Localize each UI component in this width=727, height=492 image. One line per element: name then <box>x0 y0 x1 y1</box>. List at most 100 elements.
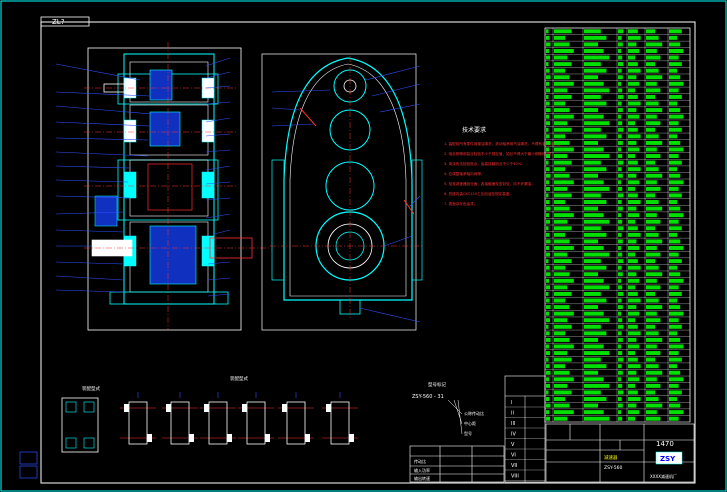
tech-line-2: 2. 啮合侧隙用铅丝检验不小于规定值，铅丝不得大于最小侧隙的4倍。 <box>444 151 555 156</box>
parts-list-row <box>545 126 690 132</box>
parts-list-row <box>545 310 690 316</box>
model-callout-2: 中心距 <box>464 420 476 426</box>
parts-list-row <box>545 408 690 415</box>
parts-list-row <box>545 178 690 185</box>
parts-list-row <box>545 152 690 159</box>
title-block <box>545 423 695 483</box>
parts-list-row <box>545 349 690 356</box>
parts-list-row <box>545 251 690 257</box>
mount-variant <box>278 392 314 445</box>
parts-list-row <box>545 402 690 408</box>
tech-requirements: 技术要求 1. 装配前所有零件用煤油清洗，滚动轴承用汽油清洗，不得有毛刺和锈蚀。… <box>444 126 564 206</box>
tech-line-5: 5. 检查减速器剖分面，各接触面及密封处，均不许漏油。 <box>444 181 535 186</box>
parts-list-row <box>545 224 690 231</box>
base-plan-view <box>61 397 99 453</box>
parts-list-row <box>545 375 690 382</box>
parts-list-row <box>545 80 690 86</box>
tech-line-4: 4. 应调整轴承轴向间隙。 <box>444 171 485 176</box>
roman-numeral: III <box>511 421 515 427</box>
title-company: XXXX减速机厂 <box>650 473 677 479</box>
tech-line-1: 1. 装配前所有零件用煤油清洗，滚动轴承用汽油清洗，不得有毛刺和锈蚀。 <box>444 141 564 146</box>
parts-list-row <box>545 323 690 329</box>
tech-line-7: 7. 表面涂灰色油漆。 <box>444 201 477 206</box>
parts-list-row <box>545 356 690 362</box>
roman-numeral: VI <box>511 453 516 459</box>
mount-variants <box>120 392 358 445</box>
company-logo <box>655 451 683 465</box>
parts-list-row <box>545 264 690 270</box>
tech-title: 技术要求 <box>462 126 486 134</box>
tech-line-3: 3. 用涂色法检验斑点，齿高接触斑点不少于40%。 <box>444 161 525 166</box>
parts-list-row <box>545 86 690 93</box>
parts-list-row <box>545 198 690 204</box>
inner-border <box>40 21 696 484</box>
parts-list <box>544 27 691 423</box>
parts-list-row <box>545 218 690 224</box>
parts-list-row <box>545 205 690 211</box>
parts-list-row <box>545 415 690 421</box>
mount-variant <box>162 392 198 445</box>
spec-table <box>409 445 505 483</box>
parts-list-row <box>545 159 690 165</box>
parts-list-row <box>545 211 690 218</box>
model-callout-1: 公称传动比 <box>464 410 484 416</box>
parts-list-row <box>545 297 690 303</box>
sheet-tag-box <box>40 16 90 27</box>
model-caption: 型号标记 <box>428 381 446 388</box>
roman-numeral: I <box>511 400 512 406</box>
parts-list-row <box>545 329 690 336</box>
mounting-arrangements: 装配型式 装配型式 <box>61 375 358 453</box>
parts-list-row <box>545 316 690 323</box>
title-name: 减速器 <box>604 454 618 461</box>
parts-list-row <box>545 106 690 113</box>
roman-numeral: V <box>511 442 515 448</box>
parts-list-row <box>545 100 690 106</box>
parts-list-row <box>545 67 690 73</box>
roman-numeral: II <box>511 411 514 417</box>
parts-list-row <box>545 119 690 126</box>
parts-list-row <box>545 257 690 264</box>
parts-list-row <box>545 277 690 283</box>
front-leaders-left <box>55 63 153 293</box>
parts-list-row <box>545 139 690 145</box>
parts-list-row <box>545 343 690 349</box>
parts-list-row <box>545 40 690 47</box>
spec-row-2: 输入功率 <box>414 467 430 473</box>
parts-list-row <box>545 270 690 277</box>
model-callout-3: 型号 <box>464 430 472 436</box>
roman-numeral: VII <box>511 463 517 469</box>
roman-numeral: IV <box>511 432 516 438</box>
company-logo-text: ZSY <box>660 455 676 463</box>
side-view <box>261 53 424 331</box>
parts-list-row <box>545 237 690 244</box>
parts-list-row <box>545 395 690 401</box>
roman-numeral: VIII <box>511 474 519 480</box>
parts-list-row <box>545 244 690 250</box>
drawing-number: 1470 <box>656 440 674 448</box>
mount-variant <box>200 392 236 445</box>
front-leaders-right <box>205 57 231 297</box>
tech-line-6: 6. 机座内装CKC150工业用油至规定高度。 <box>444 191 513 196</box>
assembly-label: 装配型式 <box>82 385 100 392</box>
parts-list-row <box>545 336 690 342</box>
side-leaders <box>271 65 421 323</box>
parts-list-row <box>545 185 690 191</box>
parts-list-row <box>545 369 690 375</box>
parts-list-row <box>545 113 690 119</box>
parts-list-row <box>545 382 690 388</box>
model-code-block: 型号标记 ZSY-560 - 31 公称传动比 中心距 型号 <box>412 381 484 436</box>
parts-list-row <box>545 165 690 172</box>
parts-list-row <box>545 283 690 290</box>
parts-list-row <box>545 389 690 395</box>
spec-row-1: 传动比 <box>414 458 426 464</box>
mounting-label: 装配型式 <box>230 375 248 382</box>
spec-row-3: 输出转速 <box>414 475 430 481</box>
model-code: ZSY-560 - 31 <box>412 394 444 400</box>
parts-list-row <box>545 73 690 80</box>
parts-list-row <box>545 172 690 178</box>
mount-variant <box>120 392 156 445</box>
parts-list-row <box>545 34 690 40</box>
parts-list-row <box>545 27 690 34</box>
parts-list-row <box>545 290 690 296</box>
